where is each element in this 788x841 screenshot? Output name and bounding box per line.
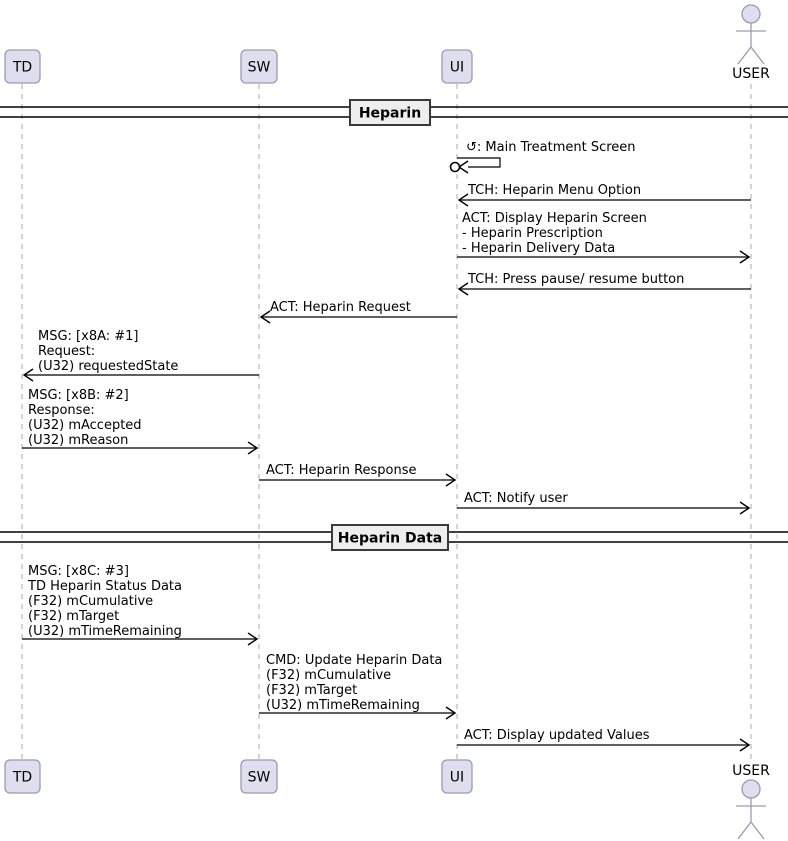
message-display-heparin-screen-label-3: - Heparin Delivery Data xyxy=(462,241,615,256)
participant-header-user[interactable]: USER xyxy=(732,4,770,82)
message-x8c-status-data-label-3: (F32) mCumulative xyxy=(28,594,153,609)
participant-label-sw: SW xyxy=(248,60,271,76)
message-press-pause-resume: TCH: Press pause/ resume button xyxy=(457,272,751,296)
participant-label-td: TD xyxy=(12,60,32,76)
participant-footer-ui[interactable]: UI xyxy=(441,759,473,794)
message-display-heparin-screen-arrowhead xyxy=(739,250,751,264)
participant-header-ui[interactable]: UI xyxy=(441,49,473,84)
message-main-treatment-screen-arrowhead xyxy=(457,160,469,174)
message-heparin-request-label: ACT: Heparin Request xyxy=(270,300,411,315)
actor-label-user-bottom: USER xyxy=(732,763,770,779)
message-heparin-response: ACT: Heparin Response xyxy=(259,463,457,487)
message-main-treatment-screen-label: ↺: Main Treatment Screen xyxy=(466,140,636,155)
message-x8c-status-data-label-1: MSG: [x8C: #3] xyxy=(28,564,129,579)
actor-head-icon-bottom xyxy=(741,779,761,799)
message-x8a-request: MSG: [x8A: #1] Request: (U32) requestedS… xyxy=(22,329,259,382)
participant-label-ui: UI xyxy=(450,60,464,76)
actor-leg-left-bottom xyxy=(737,821,752,840)
message-x8a-request-arrowhead xyxy=(22,368,34,382)
message-notify-user: ACT: Notify user xyxy=(457,491,751,515)
actor-head-icon-top xyxy=(741,4,761,24)
message-update-heparin-data-label-4: (U32) mTimeRemaining xyxy=(266,698,420,713)
divider-heparin-data-box xyxy=(331,524,449,551)
divider-heparin-data: Heparin Data xyxy=(0,524,788,551)
message-heparin-menu-option-label: TCH: Heparin Menu Option xyxy=(467,183,641,198)
message-heparin-menu-option: TCH: Heparin Menu Option xyxy=(457,183,751,207)
message-display-updated-values: ACT: Display updated Values xyxy=(457,728,751,752)
participant-footer-sw[interactable]: SW xyxy=(240,759,278,794)
message-x8c-status-data: MSG: [x8C: #3] TD Heparin Status Data (F… xyxy=(22,564,259,646)
participant-box-ui-footer[interactable] xyxy=(441,759,473,794)
message-press-pause-resume-label: TCH: Press pause/ resume button xyxy=(467,272,684,287)
actor-leg-right-top xyxy=(750,46,765,65)
participant-box-td-footer[interactable] xyxy=(4,759,41,794)
message-display-heparin-screen: ACT: Display Heparin Screen - Heparin Pr… xyxy=(457,211,751,264)
message-heparin-response-arrowhead xyxy=(445,473,457,487)
participant-box-sw-footer[interactable] xyxy=(240,759,278,794)
message-x8b-response-label-3: (U32) mAccepted xyxy=(28,418,142,433)
message-update-heparin-data-label-2: (F32) mCumulative xyxy=(266,668,391,683)
message-display-heparin-screen-label-1: ACT: Display Heparin Screen xyxy=(462,211,647,226)
participant-box-sw[interactable] xyxy=(240,49,278,84)
message-x8b-response-label-4: (U32) mReason xyxy=(28,433,128,448)
found-message-circle-icon xyxy=(449,161,461,173)
message-notify-user-arrowhead xyxy=(739,501,751,515)
message-x8c-status-data-label-5: (U32) mTimeRemaining xyxy=(28,624,182,639)
message-x8b-response: MSG: [x8B: #2] Response: (U32) mAccepted… xyxy=(22,388,259,455)
participant-box-ui[interactable] xyxy=(441,49,473,84)
message-x8c-status-data-label-4: (F32) mTarget xyxy=(28,609,119,624)
actor-leg-right-bottom xyxy=(750,821,765,840)
message-x8b-response-label-1: MSG: [x8B: #2] xyxy=(28,388,129,403)
message-heparin-request-arrowhead xyxy=(259,310,271,324)
message-x8b-response-label-2: Response: xyxy=(28,403,95,418)
message-display-updated-values-label: ACT: Display updated Values xyxy=(464,728,650,743)
message-notify-user-label: ACT: Notify user xyxy=(464,491,568,506)
message-main-treatment-screen: ↺: Main Treatment Screen xyxy=(449,140,636,174)
message-display-updated-values-arrowhead xyxy=(739,738,751,752)
participant-label-ui-footer: UI xyxy=(450,770,464,786)
message-press-pause-resume-arrowhead xyxy=(457,282,469,296)
message-update-heparin-data: CMD: Update Heparin Data (F32) mCumulati… xyxy=(259,653,457,720)
message-x8a-request-label-2: Request: xyxy=(38,344,95,359)
message-update-heparin-data-label-3: (F32) mTarget xyxy=(266,683,357,698)
participant-label-td-footer: TD xyxy=(12,770,32,786)
divider-heparin-label: Heparin xyxy=(359,106,421,122)
message-update-heparin-data-arrowhead xyxy=(445,706,457,720)
participant-box-td[interactable] xyxy=(4,49,41,84)
participant-footer-td[interactable]: TD xyxy=(4,759,41,794)
message-x8a-request-label-1: MSG: [x8A: #1] xyxy=(38,329,139,344)
message-main-treatment-screen-line xyxy=(457,157,501,168)
message-update-heparin-data-label-1: CMD: Update Heparin Data xyxy=(266,653,442,668)
message-x8a-request-label-3: (U32) requestedState xyxy=(38,359,178,374)
message-heparin-response-label: ACT: Heparin Response xyxy=(266,463,417,478)
divider-heparin-data-label: Heparin Data xyxy=(338,531,442,547)
participant-footer-user[interactable]: USER xyxy=(732,763,770,840)
divider-heparin: Heparin xyxy=(0,99,788,126)
divider-heparin-box xyxy=(349,99,431,126)
message-x8c-status-data-arrowhead xyxy=(247,632,259,646)
message-heparin-menu-option-arrowhead xyxy=(457,193,469,207)
message-x8c-status-data-label-2: TD Heparin Status Data xyxy=(27,579,182,594)
lifelines-group xyxy=(21,84,752,800)
message-x8b-response-arrowhead xyxy=(247,441,259,455)
participant-header-td[interactable]: TD xyxy=(4,49,41,84)
message-display-heparin-screen-label-2: - Heparin Prescription xyxy=(462,226,603,241)
participant-header-sw[interactable]: SW xyxy=(240,49,278,84)
actor-leg-left-top xyxy=(737,46,752,65)
participant-label-sw-footer: SW xyxy=(248,770,271,786)
message-heparin-request: ACT: Heparin Request xyxy=(259,300,457,324)
actor-label-user-top: USER xyxy=(732,66,770,82)
